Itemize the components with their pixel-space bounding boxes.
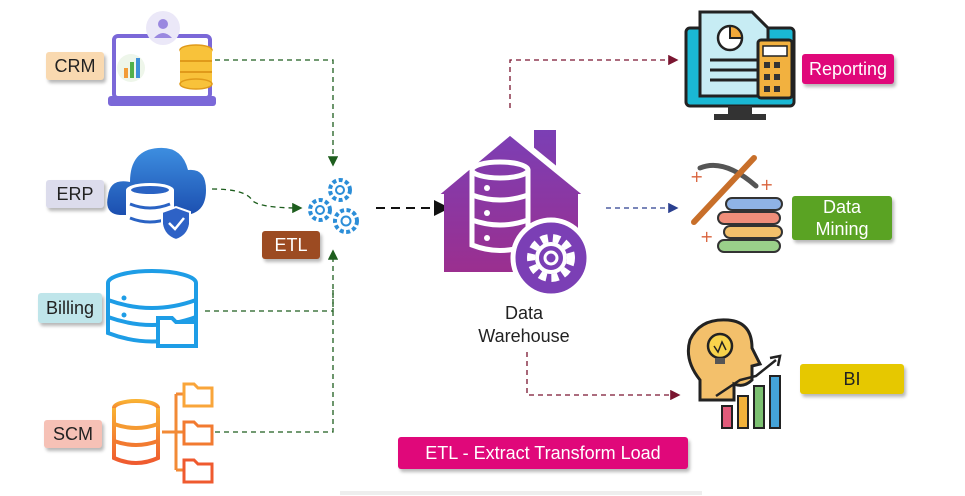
billing-label-text: Billing [45, 297, 95, 318]
scm-label: SCM [44, 420, 102, 448]
reporting-label: Reporting [802, 54, 894, 84]
footer-etl-definition-text: ETL - Extract Transform Load [425, 442, 661, 463]
connector-billing [205, 288, 334, 312]
data-mining-icon: + + + [690, 155, 783, 253]
connector-reporting [509, 54, 679, 108]
connector-crm [215, 59, 339, 167]
svg-text:+: + [700, 227, 713, 246]
billing-icon [106, 269, 198, 348]
bi-icon [686, 318, 782, 429]
warehouse-line-1: Data [504, 303, 544, 323]
bi-label-text: BI [843, 368, 861, 389]
connector-erp [211, 188, 303, 214]
billing-label: Billing [38, 293, 102, 323]
warehouse-line-2: Warehouse [478, 326, 570, 346]
crm-icon [108, 11, 216, 106]
scm-label-text: SCM [53, 423, 93, 444]
erp-label: ERP [46, 180, 104, 208]
connector-bi [526, 352, 681, 401]
erp-icon [107, 147, 206, 242]
reporting-label-text: Reporting [808, 58, 888, 79]
scm-icon [112, 382, 214, 484]
bottom-strip [340, 491, 702, 495]
data-warehouse-icon [434, 129, 592, 299]
connector-scm [215, 249, 339, 433]
crm-label-text: CRM [54, 55, 96, 76]
bi-label: BI [800, 364, 904, 394]
svg-text:+: + [690, 167, 703, 186]
data-mining-label: Data Mining [792, 196, 892, 240]
data-mining-label-text: Data Mining [815, 197, 869, 239]
footer-etl-definition: ETL - Extract Transform Load [398, 437, 688, 469]
svg-text:+: + [760, 175, 773, 194]
reporting-icon [684, 10, 796, 120]
erp-label-text: ERP [56, 183, 94, 204]
etl-gears-icon [308, 178, 359, 234]
etl-label: ETL [262, 231, 320, 259]
crm-label: CRM [46, 52, 104, 80]
etl-label-text: ETL [274, 234, 308, 255]
data-warehouse-label: Data Warehouse [456, 302, 592, 348]
